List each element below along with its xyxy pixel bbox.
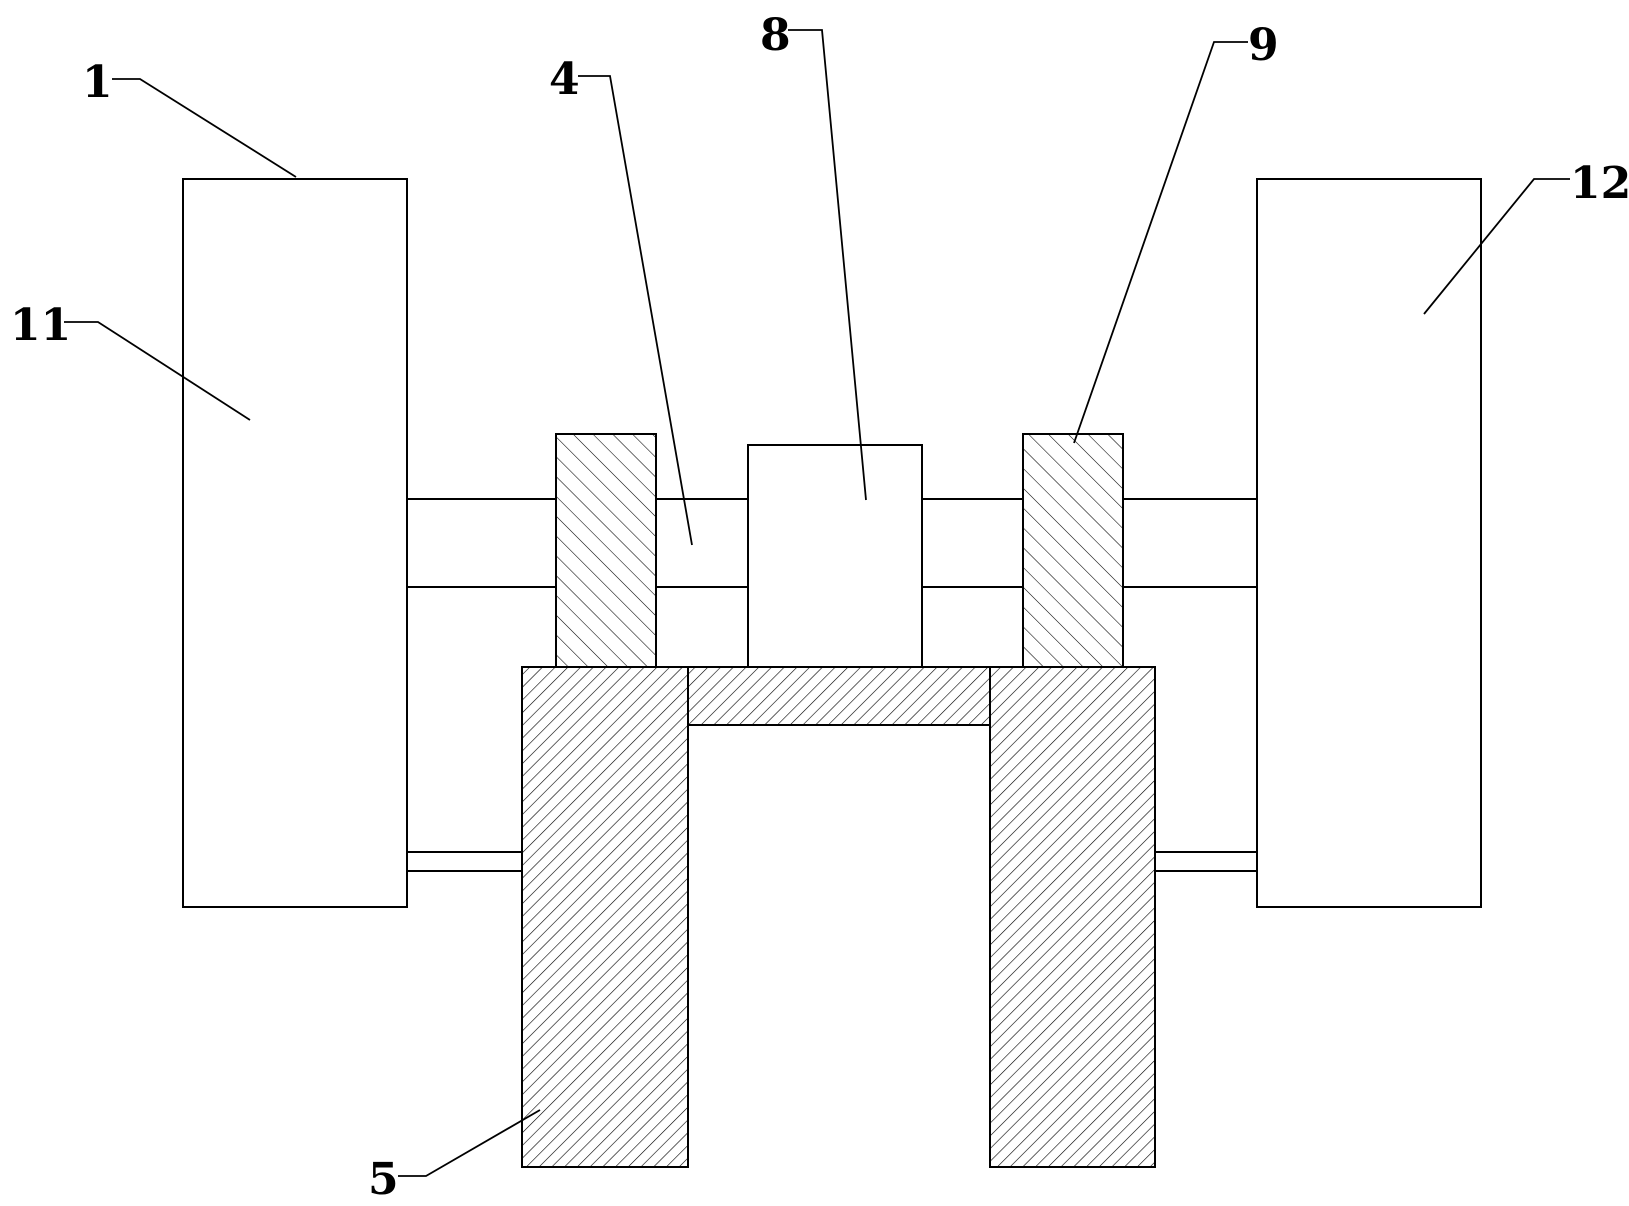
side-block-left <box>182 178 408 908</box>
label-8: 8 <box>760 10 791 61</box>
u-frame-crossbar <box>687 666 991 726</box>
bearing-left <box>555 433 657 668</box>
leader-4 <box>578 75 693 546</box>
leader-1 <box>112 78 297 178</box>
u-frame-right-leg <box>989 666 1156 1168</box>
leader-5 <box>398 1109 541 1177</box>
lower-rods <box>407 851 1257 872</box>
side-block-right <box>1256 178 1482 908</box>
leader-11 <box>64 321 251 421</box>
label-1: 1 <box>82 57 113 108</box>
upper-shaft <box>407 498 1257 588</box>
leader-lines <box>64 29 1570 1177</box>
leader-12 <box>1423 178 1570 315</box>
leader-9 <box>1073 41 1248 444</box>
label-9: 9 <box>1248 20 1279 71</box>
leader-8 <box>788 29 867 501</box>
u-frame <box>521 666 1156 1168</box>
center-block <box>747 444 923 668</box>
label-5: 5 <box>368 1154 399 1205</box>
label-4: 4 <box>549 54 580 105</box>
label-11: 11 <box>10 300 71 351</box>
bearing-right <box>1022 433 1124 668</box>
u-frame-left-leg <box>521 666 689 1168</box>
label-12: 12 <box>1570 158 1629 209</box>
